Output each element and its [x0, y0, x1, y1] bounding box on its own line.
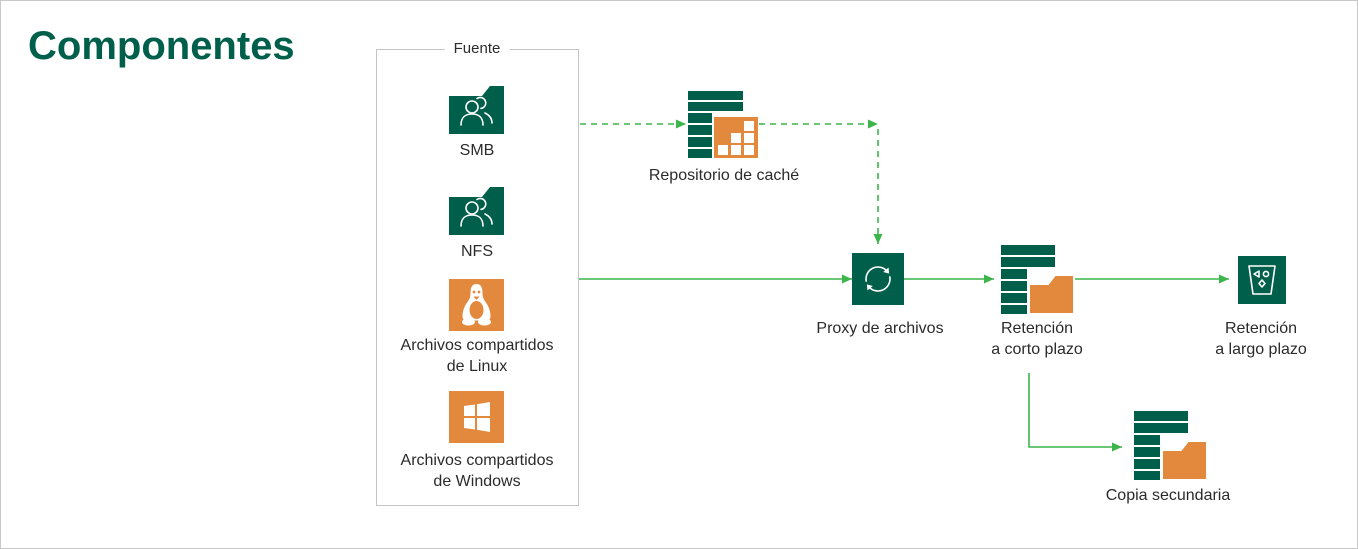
short-term-retention-label-line-2: a corto plazo — [991, 341, 1083, 358]
nfs-label-line: NFS — [461, 243, 493, 260]
windows-shares-label-line-1: Archivos compartidos — [400, 452, 554, 469]
secondary-storage-icon — [1134, 411, 1208, 481]
short-term-retention-label-line-1: Retención — [1000, 320, 1074, 337]
long-term-retention-label-line-1: Retención — [1224, 320, 1298, 337]
windows-shares-label-line-2: de Windows — [433, 473, 521, 490]
secondary-copy-label: Copia secundaria — [1078, 485, 1258, 506]
file-proxy-label: Proxy de archivos — [790, 318, 970, 339]
source-group-box — [376, 49, 579, 506]
smb-label-line: SMB — [459, 142, 495, 159]
object-storage-bucket-icon — [1238, 256, 1286, 304]
short-term-storage-icon — [1001, 245, 1075, 315]
page-title: Componentes — [28, 24, 295, 68]
cache-repository-label: Repositorio de caché — [634, 165, 814, 186]
linux-shares-label-line-1: Archivos compartidos — [400, 337, 554, 354]
smb-label: SMB — [387, 140, 567, 161]
nfs-label: NFS — [387, 241, 567, 262]
secondary-copy-label-line: Copia secundaria — [1105, 487, 1231, 504]
source-group-legend: Fuente — [444, 39, 510, 59]
file-proxy-icon — [852, 253, 904, 305]
long-term-retention-label-line-2: a largo plazo — [1215, 341, 1307, 358]
cache-repository-icon — [688, 91, 758, 158]
windows-shares-label: Archivos compartidos de Windows — [387, 450, 567, 492]
linux-shares-label: Archivos compartidos de Linux — [387, 335, 567, 377]
long-term-retention-label: Retención a largo plazo — [1171, 318, 1351, 360]
short-term-retention-label: Retención a corto plazo — [947, 318, 1127, 360]
cache-repository-label-line: Repositorio de caché — [648, 167, 800, 184]
arrow-short-term-to-secondary — [1028, 373, 1122, 452]
linux-shares-label-line-2: de Linux — [446, 358, 508, 375]
file-proxy-label-line: Proxy de archivos — [816, 320, 944, 337]
